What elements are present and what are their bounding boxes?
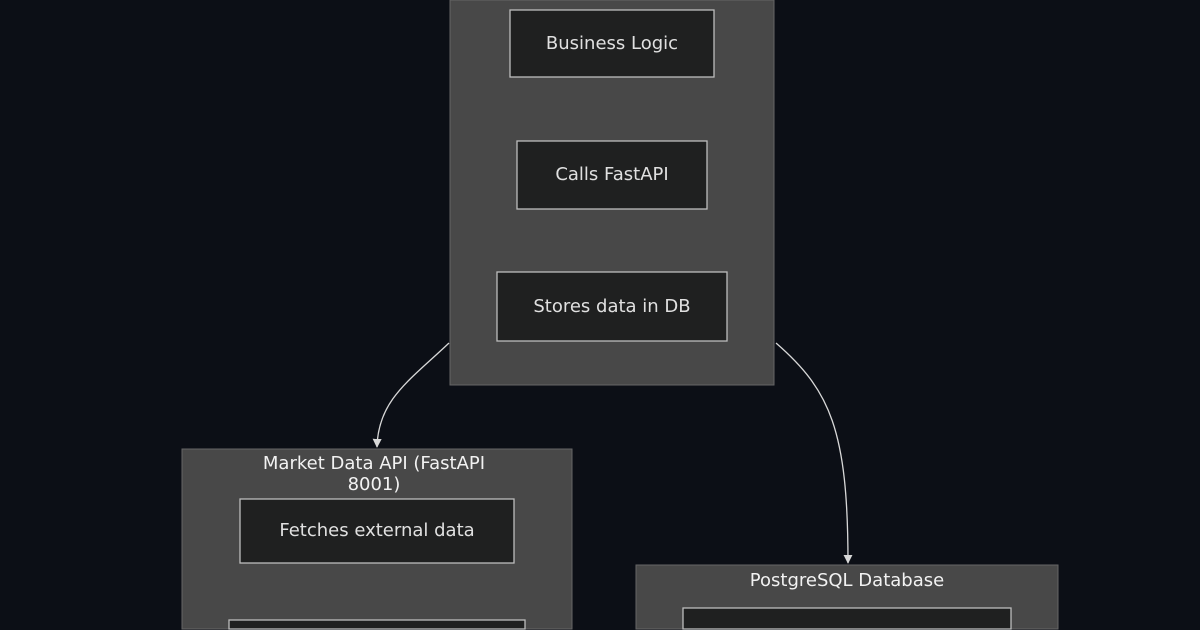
backend-cluster: Business Logic Calls FastAPI Stores data…: [449, 0, 775, 386]
edge-backend-to-market-api: [372, 342, 450, 448]
node-label: Business Logic: [546, 33, 678, 54]
cluster-title: PostgreSQL Database: [750, 570, 944, 591]
node-postgres-first[interactable]: [682, 607, 1012, 630]
node-market-api-second[interactable]: [228, 619, 526, 630]
node-business-logic[interactable]: Business Logic: [509, 9, 715, 78]
node-label: Calls FastAPI: [555, 164, 668, 185]
market-api-cluster: Market Data API (FastAPI 8001) Fetches e…: [181, 448, 573, 630]
node-fetches-external-data[interactable]: Fetches external data: [239, 498, 515, 564]
cluster-title: Market Data API (FastAPI: [263, 453, 485, 474]
edge-backend-to-postgres: [775, 342, 853, 564]
node-label: Stores data in DB: [533, 296, 690, 317]
node-label: Fetches external data: [279, 520, 474, 541]
node-calls-fastapi[interactable]: Calls FastAPI: [516, 140, 708, 210]
cluster-title-line2: 8001): [348, 474, 401, 495]
node-stores-data[interactable]: Stores data in DB: [496, 271, 728, 342]
postgres-cluster: PostgreSQL Database: [635, 564, 1059, 630]
